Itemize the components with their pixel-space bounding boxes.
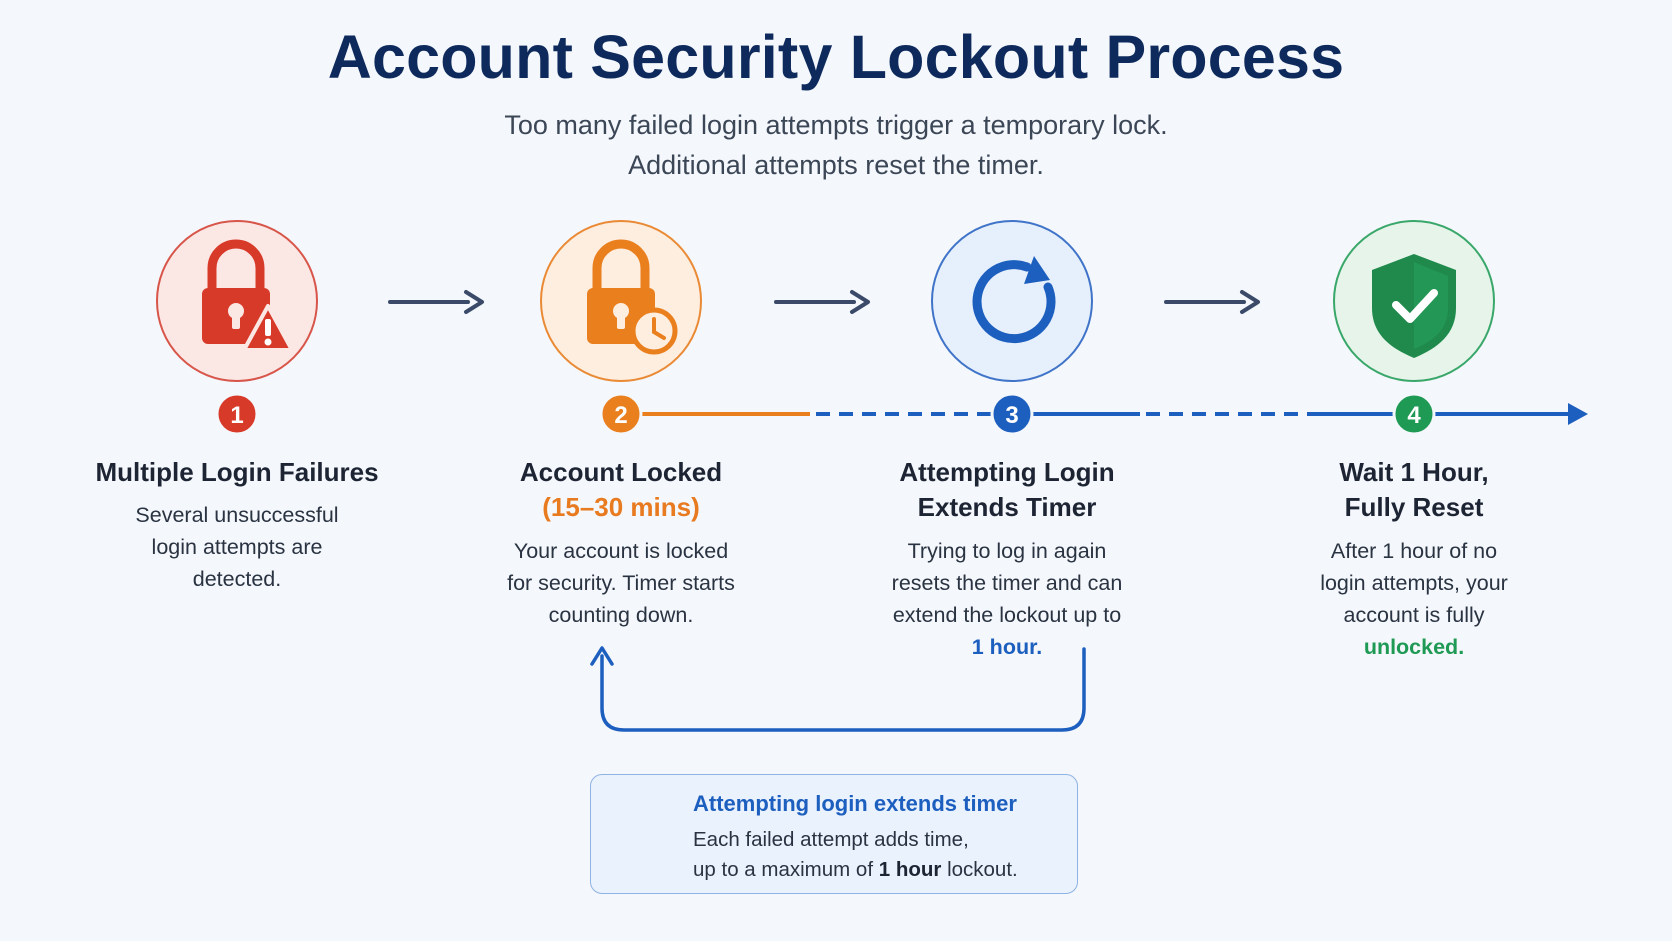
step-3-title: Attempting Login Extends Timer <box>827 455 1187 525</box>
step-2-desc-line: counting down. <box>548 603 694 627</box>
step-3-description: Trying to log in again resets the timer … <box>857 535 1157 663</box>
step-1-number-badge: 1 <box>215 392 259 436</box>
step-4-icon-circle <box>1333 220 1495 382</box>
step-3-number-badge: 3 <box>990 392 1034 436</box>
step-4-title-line: Fully Reset <box>1344 492 1484 522</box>
svg-text:1: 1 <box>230 402 243 429</box>
step-1-desc-line: login attempts are <box>151 535 323 559</box>
step-2-title-main: Account Locked <box>519 457 723 487</box>
lock-clock-icon <box>587 239 678 355</box>
step-1-description: Several unsuccessful login attempts are … <box>87 499 387 595</box>
step-3-desc-highlight: 1 hour. <box>971 635 1043 659</box>
step-3-desc-line: resets the timer and can <box>891 571 1123 595</box>
step-2-number-badge: 2 <box>599 392 643 436</box>
timeline-arrowhead <box>1568 403 1588 425</box>
shield-check-icon <box>1372 254 1456 358</box>
step-3-desc-line: Trying to log in again <box>907 539 1107 563</box>
step-4-desc-line: login attempts, your <box>1320 571 1508 595</box>
subtitle-line-2: Additional attempts reset the timer. <box>628 150 1044 180</box>
step-arrow-1-2 <box>388 290 484 314</box>
svg-text:3: 3 <box>1005 402 1018 429</box>
step-4-number-badge: 4 <box>1392 392 1436 436</box>
step-arrow-2-3 <box>774 290 870 314</box>
step-1-desc-line: Several unsuccessful <box>135 503 339 527</box>
page-title: Account Security Lockout Process <box>327 23 1345 91</box>
step-2-title-duration: (15–30 mins) <box>542 492 700 522</box>
info-callout-text: Each failed attempt adds time, up to a m… <box>693 825 1018 885</box>
subtitle-line-1: Too many failed login attempts trigger a… <box>504 110 1168 140</box>
step-2-desc-line: Your account is locked <box>513 539 729 563</box>
step-3-desc-line: extend the lockout up to <box>892 603 1122 627</box>
step-4-desc-highlight: unlocked. <box>1363 635 1465 659</box>
step-4-description: After 1 hour of no login attempts, your … <box>1264 535 1564 663</box>
svg-text:4: 4 <box>1407 402 1421 429</box>
step-2-title: Account Locked (15–30 mins) <box>441 455 801 525</box>
step-2-desc-line: for security. Timer starts <box>507 571 735 595</box>
step-4-desc-line: account is fully <box>1343 603 1485 627</box>
timeline <box>84 403 1588 425</box>
info-line2-bold: 1 hour <box>878 858 942 881</box>
step-3-title-line: Attempting Login <box>899 457 1115 487</box>
lock-warning-icon <box>202 239 294 352</box>
step-4-title: Wait 1 Hour, Fully Reset <box>1234 455 1594 525</box>
info-callout: Attempting login extends timer Each fail… <box>590 774 1078 894</box>
step-2-icon-circle <box>540 220 702 382</box>
page-subtitle: Too many failed login attempts trigger a… <box>0 105 1672 185</box>
feedback-loop-arrow <box>590 646 1086 732</box>
step-4-title-line: Wait 1 Hour, <box>1339 457 1489 487</box>
step-1-title: Multiple Login Failures <box>95 457 379 487</box>
step-3-title-line: Extends Timer <box>917 492 1097 522</box>
info-callout-line-2: up to a maximum of 1 hour lockout. <box>693 855 1018 885</box>
step-2-description: Your account is locked for security. Tim… <box>471 535 771 631</box>
info-line2-prefix: up to a maximum of <box>693 858 879 881</box>
refresh-icon <box>972 256 1056 344</box>
step-3-icon-circle <box>931 220 1093 382</box>
info-callout-title: Attempting login extends timer <box>693 791 1017 816</box>
step-1-icon-circle <box>156 220 318 382</box>
step-1-desc-line: detected. <box>192 567 282 591</box>
svg-text:2: 2 <box>614 402 627 429</box>
step-arrow-3-4 <box>1164 290 1260 314</box>
step-4-desc-line: After 1 hour of no <box>1330 539 1498 563</box>
info-line2-suffix: lockout. <box>941 858 1018 881</box>
info-callout-line-1: Each failed attempt adds time, <box>693 828 969 851</box>
